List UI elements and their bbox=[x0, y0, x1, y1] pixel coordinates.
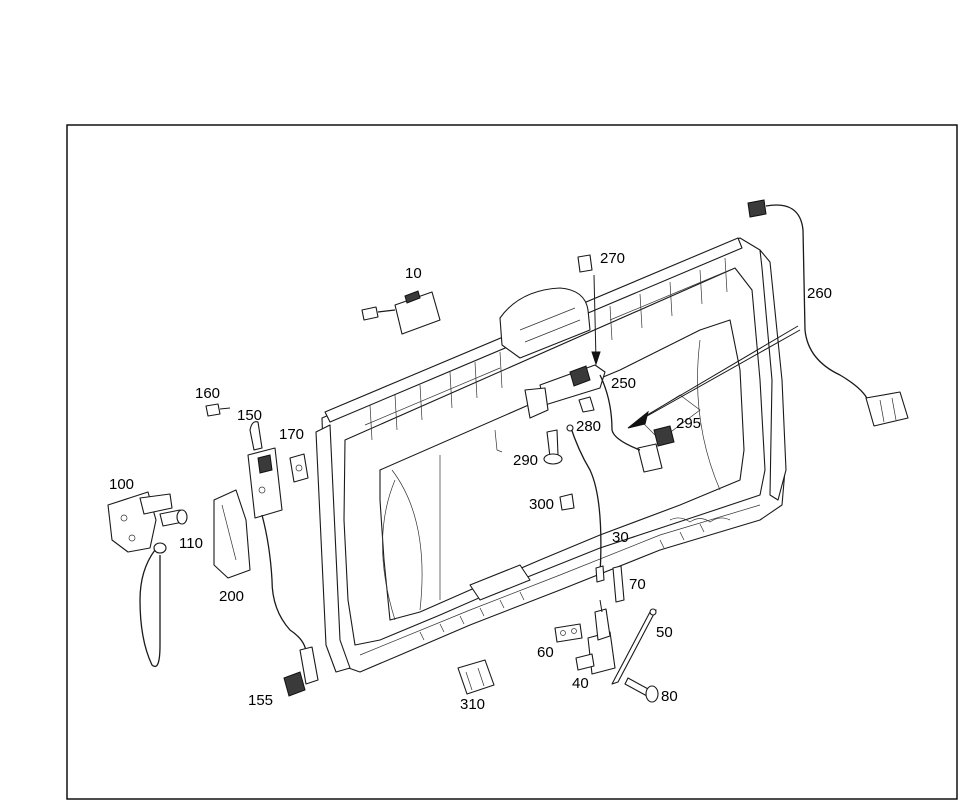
part-155-connector bbox=[283, 646, 319, 697]
part-60-bracket bbox=[554, 623, 583, 643]
callout-100: 100 bbox=[109, 476, 134, 493]
callout-60: 60 bbox=[537, 644, 554, 661]
callout-30: 30 bbox=[612, 529, 629, 546]
part-295-connector bbox=[637, 425, 675, 473]
part-80-bolt bbox=[624, 677, 659, 703]
part-100-hinge bbox=[107, 491, 173, 553]
part-40-central-lock-motor bbox=[575, 599, 616, 675]
part-50-link-rod bbox=[611, 608, 657, 685]
part-10-handle-switch bbox=[361, 290, 441, 335]
arrow-260 bbox=[639, 329, 801, 421]
part-150-latch bbox=[247, 421, 283, 519]
cable-150-155 bbox=[261, 514, 307, 653]
callout-160: 160 bbox=[195, 385, 220, 402]
part-200-trim bbox=[213, 489, 251, 579]
part-290-screw bbox=[543, 429, 563, 465]
part-70-bracket bbox=[612, 565, 625, 603]
callout-310: 310 bbox=[460, 696, 485, 713]
diagram-frame bbox=[66, 124, 958, 800]
callout-10: 10 bbox=[405, 265, 422, 282]
callout-80: 80 bbox=[661, 688, 678, 705]
part-30-rod bbox=[566, 424, 605, 583]
callout-40: 40 bbox=[572, 675, 589, 692]
callout-260: 260 bbox=[807, 285, 832, 302]
part-170-gasket bbox=[289, 453, 309, 483]
part-260-wiring-harness bbox=[747, 199, 909, 427]
callout-295: 295 bbox=[676, 415, 701, 432]
callout-155: 155 bbox=[248, 692, 273, 709]
arrow-260-shaft bbox=[641, 325, 799, 419]
part-100-sensor-cable bbox=[139, 542, 167, 668]
part-110-bolt bbox=[159, 509, 188, 527]
callout-70: 70 bbox=[629, 576, 646, 593]
part-160-screw bbox=[205, 403, 231, 417]
callout-290: 290 bbox=[513, 452, 538, 469]
callout-110: 110 bbox=[179, 535, 203, 552]
callout-270: 270 bbox=[600, 250, 625, 267]
part-310-clip bbox=[457, 659, 495, 695]
leader-270 bbox=[593, 274, 597, 361]
part-300-clip bbox=[559, 493, 575, 511]
part-270-cap bbox=[577, 254, 593, 273]
callout-300: 300 bbox=[529, 496, 554, 513]
arrow-260-head bbox=[627, 410, 649, 429]
part-250-lock-actuator bbox=[524, 364, 606, 419]
callout-200: 200 bbox=[219, 588, 244, 605]
callout-170: 170 bbox=[279, 426, 304, 443]
callout-280: 280 bbox=[576, 418, 601, 435]
cable-250-295 bbox=[599, 374, 641, 451]
part-280-clip bbox=[578, 396, 595, 413]
callout-250: 250 bbox=[611, 375, 636, 392]
leader-arrow-270 bbox=[591, 351, 601, 366]
callout-150: 150 bbox=[237, 407, 262, 424]
callout-50: 50 bbox=[656, 624, 673, 641]
